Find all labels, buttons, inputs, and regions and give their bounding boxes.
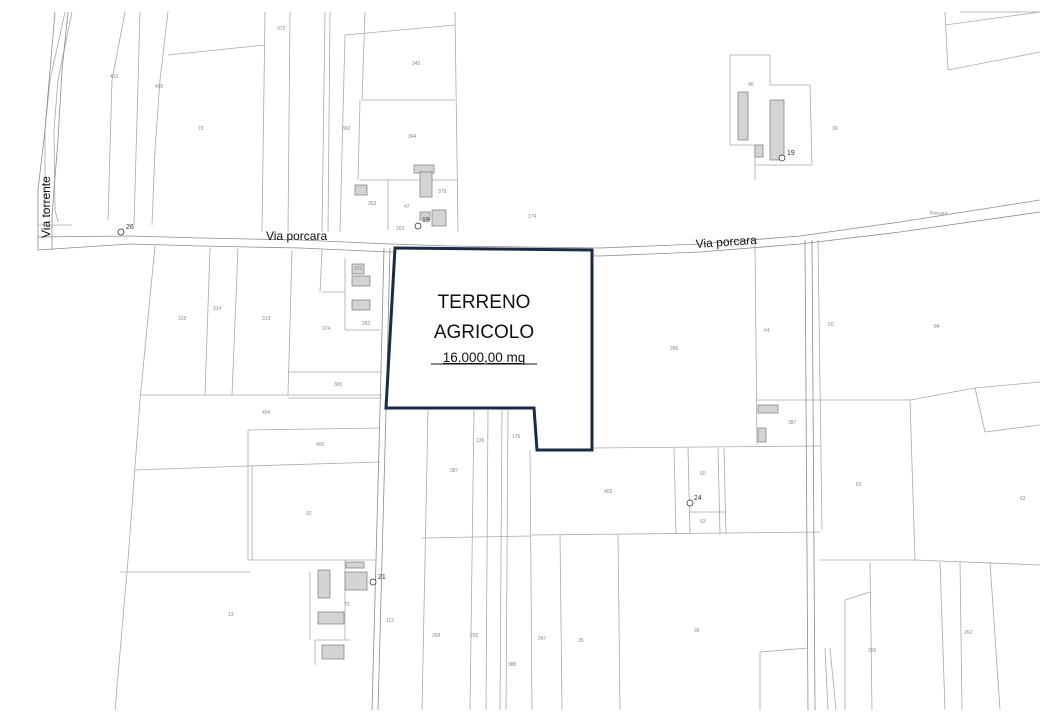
- civic-marker: [686, 499, 694, 507]
- parcel-number: 64: [764, 328, 770, 334]
- parcel-number: 174: [528, 214, 537, 220]
- civic-number: 24: [694, 495, 702, 502]
- civic-marker: [369, 578, 377, 586]
- parcel-number: 50: [828, 322, 834, 328]
- parcel-number: 92: [306, 511, 312, 517]
- parcel-number: 400: [316, 442, 325, 448]
- road-label-via-porcara-west: Via porcara: [266, 229, 327, 243]
- parcel-number: 136: [476, 438, 485, 444]
- parcel-number: 404: [262, 410, 271, 416]
- parcel-number: 282: [362, 321, 371, 327]
- building: [354, 184, 368, 196]
- building: [419, 211, 431, 221]
- parcel-number: 268: [432, 633, 441, 639]
- parcel-number: 362: [342, 126, 351, 132]
- parcel-number: 292: [470, 633, 479, 639]
- parcel-number: 405: [155, 84, 164, 90]
- parcel-number: 314: [213, 306, 222, 312]
- parcel-number: 176: [512, 434, 521, 440]
- building: [351, 275, 371, 287]
- parcel-number: 99: [694, 628, 700, 634]
- parcel-number: 372: [277, 26, 286, 32]
- civic-marker: [117, 228, 125, 236]
- parcel-number: 345: [412, 61, 421, 67]
- parcel-number: 53: [700, 519, 706, 525]
- parcel-number: 344: [408, 134, 417, 140]
- building: [317, 569, 331, 599]
- building: [344, 571, 368, 591]
- parcel-number: 262: [964, 630, 973, 636]
- building: [757, 427, 767, 443]
- parcel-number: 374: [322, 326, 331, 332]
- parcel-number: 266: [868, 648, 877, 654]
- buildings: [317, 91, 785, 660]
- parcel-number: 112: [386, 618, 394, 624]
- civic-number: 21: [378, 574, 386, 581]
- building: [321, 644, 345, 660]
- parcel-number: 73: [198, 126, 204, 132]
- civic-marker: [778, 154, 786, 162]
- civic-markers: [117, 154, 786, 586]
- building: [351, 299, 371, 311]
- civic-number: 19: [787, 150, 795, 157]
- building: [769, 99, 785, 161]
- building: [431, 209, 447, 227]
- parcel-number: 84: [934, 324, 940, 330]
- parcel-number: 379: [438, 189, 447, 195]
- parcel-number: 353: [368, 201, 377, 207]
- parcel-numbers: 410 405 73 372 345 344 362 379 353 47 26…: [110, 26, 1026, 668]
- building: [754, 144, 764, 158]
- building: [345, 561, 365, 569]
- parcel-number: 263: [396, 226, 405, 232]
- parcel-number: 387: [450, 468, 459, 474]
- parcel-number: 47: [404, 204, 410, 210]
- building: [419, 171, 433, 198]
- road-label-via-torrente: Via torrente: [39, 176, 53, 238]
- parcel-number: 46: [748, 82, 754, 88]
- building: [351, 263, 365, 275]
- plot-title-line2: AGRICOLO: [434, 322, 534, 343]
- plot-area: 16.000,00 mq: [443, 350, 526, 365]
- parcel-number: 13: [228, 612, 234, 618]
- parcel-number: 35: [578, 638, 584, 644]
- building: [737, 91, 749, 141]
- plot-boundary[interactable]: [384, 246, 594, 452]
- parcel-number: 365: [334, 382, 343, 388]
- building: [317, 611, 345, 625]
- parcel-number: 315: [178, 316, 187, 322]
- parcel-number: 60: [700, 471, 706, 477]
- parcel-number: 63: [1020, 496, 1026, 502]
- parcel-number: 376: [354, 266, 363, 272]
- civic-number: 26: [126, 224, 134, 231]
- parcel-number: 70: [344, 602, 350, 608]
- parcel-number: 402: [604, 489, 613, 495]
- road-label-small: Porcara: [930, 211, 948, 217]
- plot-title-line1: TERRENO: [438, 292, 531, 313]
- parcel-number: 36: [832, 126, 838, 132]
- parcel-number: 347: [538, 636, 547, 642]
- parcel-number: 313: [262, 316, 271, 322]
- parcel-number: 286: [670, 346, 679, 352]
- parcel-number: 410: [110, 74, 119, 80]
- building: [757, 404, 779, 414]
- parcel-lines: [37, 11, 1040, 711]
- civic-number: 15: [422, 217, 430, 224]
- road-label-via-porcara-east: Via porcara: [695, 233, 757, 251]
- parcel-number: 388: [508, 662, 517, 668]
- parcel-number: 387: [788, 420, 797, 426]
- parcel-number: 62: [856, 482, 862, 488]
- civic-marker: [414, 222, 422, 230]
